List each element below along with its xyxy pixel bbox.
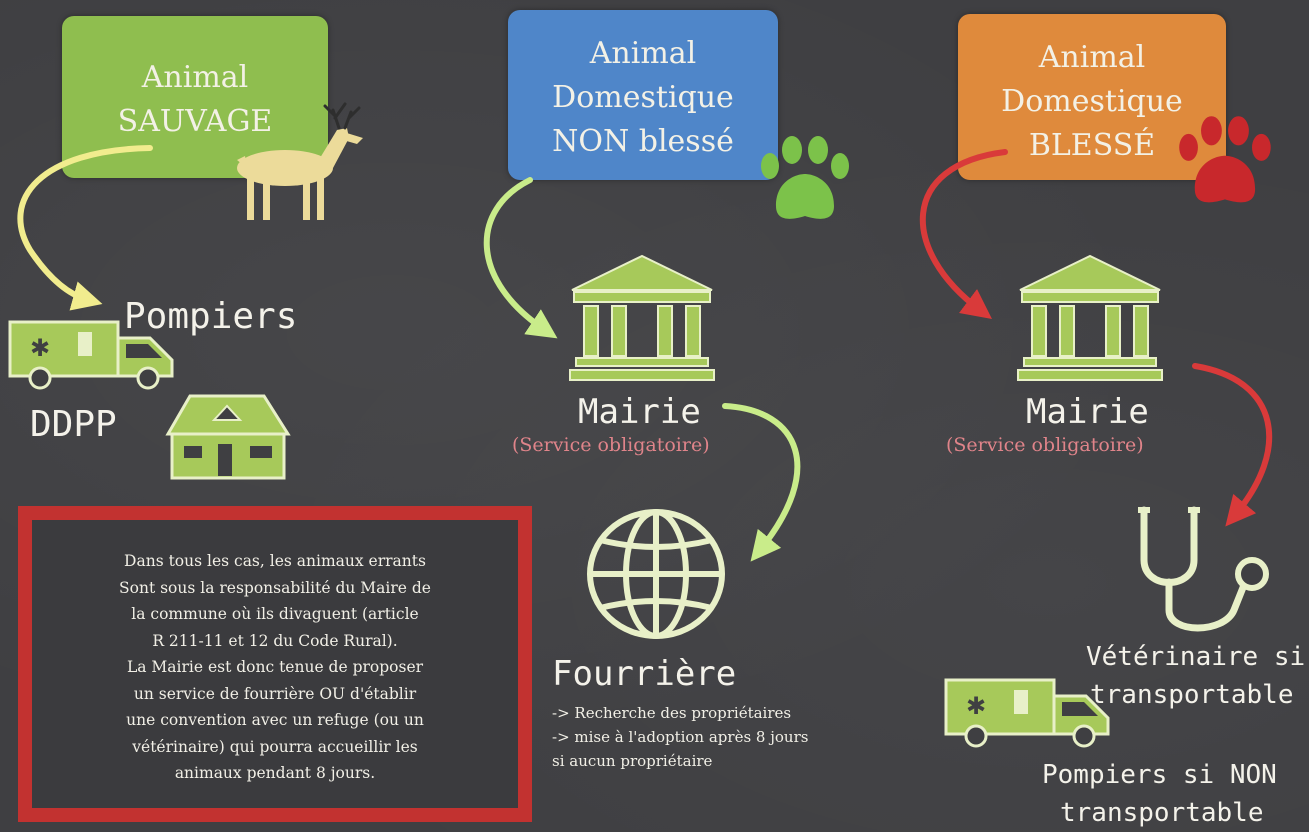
category-blesse-line1: Animal: [1038, 40, 1146, 75]
info-line: une convention avec un refuge (ou un: [126, 711, 424, 729]
arrow-mairie-to-fourriere: [722, 403, 801, 562]
info-line: la commune où ils divaguent (article: [131, 605, 419, 623]
red-paw-icon: [1179, 116, 1271, 203]
fourriere-note-2: -> mise à l'adoption après 8 jours: [552, 728, 809, 746]
category-box-non-blesse: Animal Domestique NON blessé: [508, 10, 778, 180]
pompiers-label: Pompiers: [124, 296, 298, 337]
fourriere-note-3: si aucun propriétaire: [552, 752, 713, 770]
town-hall-icon: [1017, 254, 1163, 381]
pompiers-line-1: Pompiers si NON: [1042, 760, 1277, 790]
info-line: un service de fourrière OU d'établir: [133, 684, 417, 703]
stethoscope-icon: [1138, 506, 1269, 632]
ddpp-label: DDPP: [30, 404, 117, 445]
svg-text:✱: ✱: [966, 692, 986, 720]
fourriere-label: Fourrière: [552, 654, 737, 694]
svg-text:✱: ✱: [30, 334, 50, 362]
mairie-label-middle: Mairie: [578, 392, 701, 432]
category-sauvage-line1: Animal: [141, 60, 249, 95]
arrow-blesse-to-mairie: [919, 149, 1008, 320]
mairie-label-right: Mairie: [1026, 392, 1149, 432]
veterinaire-line-2: transportable: [1090, 680, 1294, 710]
green-paw-icon: [761, 136, 849, 219]
category-blesse-line3: BLESSÉ: [1028, 128, 1156, 163]
category-non-blesse-line2: Domestique: [552, 80, 734, 115]
info-line: La Mairie est donc tenue de proposer: [126, 658, 424, 676]
veterinaire-line-1: Vétérinaire si: [1086, 642, 1306, 672]
info-box: Dans tous les cas, les animaux errants S…: [18, 506, 532, 822]
category-non-blesse-line3: NON blessé: [552, 124, 734, 159]
info-line: R 211-11 et 12 du Code Rural).: [152, 631, 398, 650]
info-line: Dans tous les cas, les animaux errants: [124, 552, 426, 570]
arrow-mairie-to-veterinaire: [1192, 363, 1273, 527]
category-non-blesse-line1: Animal: [589, 36, 697, 71]
info-text: Dans tous les cas, les animaux errants S…: [32, 548, 518, 787]
fourriere-note-1: -> Recherche des propriétaires: [552, 704, 792, 722]
info-line: animaux pendant 8 jours.: [174, 764, 376, 782]
pompiers-line-2: transportable: [1060, 798, 1264, 828]
ambulance-icon: ✱: [8, 320, 174, 390]
mairie-sub-right: (Service obligatoire): [946, 434, 1144, 456]
category-blesse-line2: Domestique: [1001, 84, 1183, 119]
deer-icon: [237, 102, 363, 220]
info-line: Sont sous la responsabilité du Maire de: [119, 578, 431, 597]
arrow-sauvage-to-pompiers: [17, 145, 153, 311]
ambulance-icon: ✱: [944, 678, 1110, 748]
globe-icon: [587, 509, 725, 639]
info-line: vétérinaire) qui pourra accueillir les: [132, 737, 418, 756]
house-icon: [165, 394, 291, 480]
category-sauvage-line2: SAUVAGE: [117, 104, 273, 139]
arrow-nonblesse-to-mairie: [483, 177, 558, 339]
town-hall-icon: [569, 254, 715, 381]
mairie-sub-middle: (Service obligatoire): [512, 434, 710, 456]
